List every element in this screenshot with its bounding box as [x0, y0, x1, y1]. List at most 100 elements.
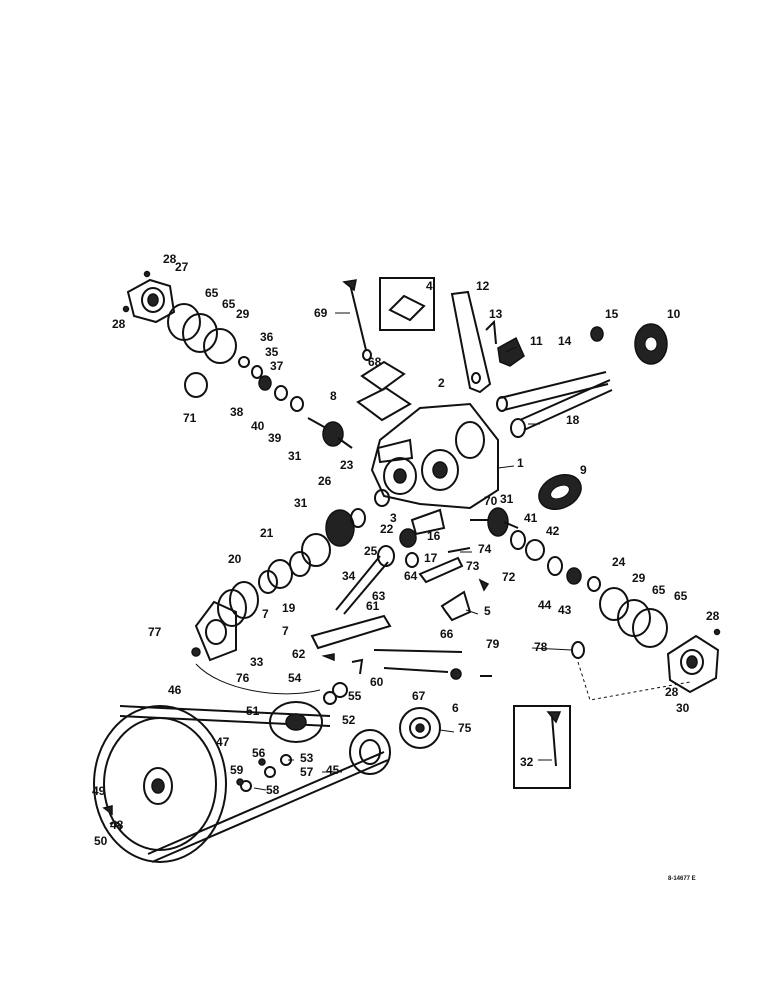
part-64 — [405, 552, 419, 568]
callout-35: 35 — [265, 345, 279, 359]
callout-61: 61 — [366, 599, 380, 613]
cover-68 — [360, 360, 406, 392]
clip-13 — [485, 319, 497, 345]
callout-5: 5 — [484, 604, 491, 618]
callout-8: 8 — [330, 389, 337, 403]
callout-6: 6 — [452, 701, 459, 715]
leader-lines — [253, 312, 573, 791]
callout-24: 24 — [612, 555, 626, 569]
callout-68: 68 — [368, 355, 382, 369]
callout-7: 7 — [282, 624, 289, 638]
part-62 — [321, 653, 335, 662]
sprocket-10 — [634, 323, 668, 365]
callout-79: 79 — [486, 637, 500, 651]
bracket-5 — [440, 590, 472, 622]
callout-28: 28 — [706, 609, 720, 623]
bearing-housing-lower-right — [666, 628, 721, 694]
ring-29-b — [599, 587, 629, 621]
shaft-63 — [335, 545, 395, 615]
part-23 — [374, 489, 390, 507]
snap-21 — [289, 551, 311, 577]
part-72 — [478, 578, 490, 592]
ring-71 — [184, 372, 208, 398]
callout-69: 69 — [314, 306, 328, 320]
pulley-51 — [269, 701, 323, 743]
rod-66 — [373, 649, 463, 653]
part-6 — [450, 668, 462, 680]
callout-30: 30 — [676, 701, 690, 715]
gasket-8 — [356, 386, 412, 422]
callout-12: 12 — [476, 279, 490, 293]
callout-77: 77 — [148, 625, 162, 639]
callout-60: 60 — [370, 675, 384, 689]
pulley-75 — [399, 707, 441, 749]
callout-75: 75 — [458, 721, 472, 735]
callout-33: 33 — [250, 655, 264, 669]
callout-29: 29 — [632, 571, 646, 585]
part-57 — [264, 766, 276, 778]
gasket-65-b — [182, 313, 218, 353]
part-36 — [238, 356, 250, 368]
callout-10: 10 — [667, 307, 681, 321]
part-24 — [587, 576, 601, 592]
callout-72: 72 — [502, 570, 516, 584]
callout-labels: 28 27 28 65 65 29 36 35 37 71 38 40 39 3… — [92, 252, 720, 848]
callout-19: 19 — [282, 601, 296, 615]
callout-17: 17 — [424, 551, 438, 565]
callout-49: 49 — [92, 784, 106, 798]
callout-22: 22 — [380, 522, 394, 536]
ring-29-a — [203, 328, 237, 364]
callout-27: 27 — [175, 260, 189, 274]
rod-67 — [383, 667, 449, 673]
callout-31: 31 — [294, 496, 308, 510]
plate-4-box — [379, 277, 435, 331]
callout-73: 73 — [466, 559, 480, 573]
callout-39: 39 — [268, 431, 282, 445]
gasket-7-b — [217, 589, 247, 627]
bracket-12 — [450, 290, 492, 394]
part-39 — [290, 396, 304, 412]
callout-57: 57 — [300, 765, 314, 779]
part-22 — [399, 528, 417, 548]
callout-34: 34 — [342, 569, 356, 583]
callout-63: 63 — [372, 589, 386, 603]
callout-28: 28 — [163, 252, 177, 266]
callout-74: 74 — [478, 542, 492, 556]
callout-52: 52 — [342, 713, 356, 727]
callout-28: 28 — [112, 317, 126, 331]
callout-16: 16 — [427, 529, 441, 543]
callout-45: 45 — [326, 763, 340, 777]
callout-14: 14 — [558, 334, 572, 348]
part-52 — [323, 691, 337, 705]
callout-46: 46 — [168, 683, 182, 697]
bar-61 — [310, 614, 392, 650]
callout-48: 48 — [110, 818, 124, 832]
callout-15: 15 — [605, 307, 619, 321]
callout-66: 66 — [440, 627, 454, 641]
part-35 — [251, 365, 263, 379]
part-42 — [525, 539, 545, 561]
link-73 — [418, 556, 464, 584]
shaft-18 — [510, 379, 613, 438]
callout-40: 40 — [251, 419, 265, 433]
part-41 — [510, 530, 526, 550]
callout-71: 71 — [183, 411, 197, 425]
callout-3: 3 — [390, 511, 397, 525]
callout-65: 65 — [652, 583, 666, 597]
callout-70: 70 — [484, 494, 498, 508]
callout-59: 59 — [230, 763, 244, 777]
callout-51: 51 — [246, 704, 260, 718]
part-56 — [258, 758, 266, 766]
inset-box-32 — [513, 705, 571, 789]
bearing-housing-33 — [194, 600, 237, 662]
callout-31: 31 — [288, 449, 302, 463]
part-78 — [571, 641, 585, 659]
bolt-69 — [342, 279, 372, 361]
callout-38: 38 — [230, 405, 244, 419]
pin-74 — [447, 547, 471, 553]
callout-54: 54 — [288, 671, 302, 685]
callout-50: 50 — [94, 834, 108, 848]
ring-34 — [301, 533, 331, 567]
